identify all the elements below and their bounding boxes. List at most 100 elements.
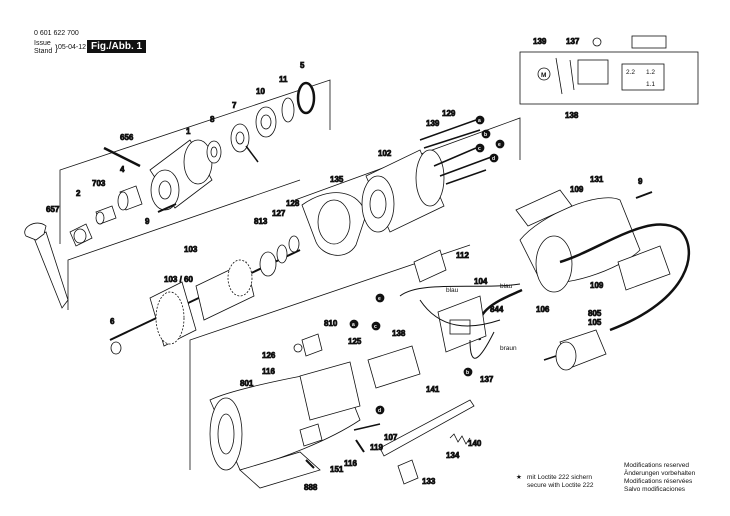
washer-6 [110,341,122,355]
spring-140 [449,433,471,445]
circuit-2-2: 2.2 [626,69,635,76]
connector-markers [349,115,505,415]
modifications-es: Salvo modificaciones [624,486,686,493]
circuit-1-1: 1.1 [646,81,655,88]
svg-text:e: e [498,142,501,148]
bearing-813 [259,251,277,277]
switch-844 [437,295,487,353]
svg-text:a: a [352,322,355,328]
label-138a: 138 [392,329,406,338]
frame-armature [67,179,301,310]
sleeve-4 [117,185,143,211]
modifications-en: Modifications reserved [624,462,690,469]
label-131: 131 [590,175,604,184]
svg-text:c: c [478,146,481,152]
bearing-10 [255,106,277,138]
label-7: 7 [232,101,237,110]
label-102: 102 [378,149,392,158]
cover-141 [367,345,421,389]
marker-c-mid [371,321,381,331]
label-5: 5 [300,61,305,70]
label-8: 8 [210,115,215,124]
svg-text:c: c [374,324,377,330]
label-137a: 137 [480,375,494,384]
label-9b: 9 [638,177,643,186]
air-guide-135 [301,192,367,256]
bearing-10-inner [260,114,272,130]
label-135: 135 [330,175,344,184]
marker-b-mid [463,367,473,377]
wire-label-blau-1: blau [446,287,459,294]
brace: } [55,43,59,53]
button-133 [397,459,419,485]
issue-date: 05-04-12 [58,44,87,51]
figure-label: Fig./Abb. 1 [87,40,147,53]
label-119: 119 [370,443,383,452]
issue-label: Issue [34,40,51,47]
screw-151 [305,459,315,469]
nut-2 [69,223,93,247]
clip-107 [353,423,381,431]
connector-letters: a b c e d e c a b d [352,118,501,414]
svg-text:d: d [492,156,495,162]
modifications-fr: Modifications réservées [624,478,693,485]
collet-703 [95,205,117,225]
label-657: 657 [46,205,60,214]
wire-label-blau-2: blau [500,283,513,290]
ring-11 [281,97,295,123]
marker-e-mid [375,293,385,303]
ring-8 [206,140,222,164]
loctite-note-de: mit Loctite 222 sichern [527,474,593,481]
part-labels: 5 11 10 7 8 1 656 4 703 2 657 9 129 139 … [46,37,644,493]
capacitor-112 [413,249,447,283]
pin-656 [103,146,141,168]
label-112: 112 [456,251,469,260]
tube-109b [617,245,671,291]
ring-128 [288,235,300,253]
spring-clip [245,145,259,163]
terminal-116 [299,423,323,447]
marker-e-top [495,139,505,149]
marker-d-top [489,153,499,163]
svg-text:e: e [378,296,381,302]
marker-c-top [475,143,485,153]
label-141: 141 [426,385,440,394]
marker-b-top [481,129,491,139]
label-134: 134 [446,451,460,460]
label-2: 2 [76,189,81,198]
label-103: 103 [184,245,198,254]
label-9a: 9 [145,217,150,226]
housing-801 [209,361,361,471]
washer-127 [276,244,288,264]
field-102 [361,149,445,233]
label-4: 4 [120,165,125,174]
label-801: 801 [240,379,254,388]
label-129: 129 [442,109,456,118]
wire-label-braun: braun [500,345,517,352]
label-circuit-139: 139 [533,37,547,46]
seal-888 [239,451,321,489]
screw-9a [157,203,177,213]
label-888: 888 [304,483,318,492]
modifications-de: Änderungen vorbehalten [624,470,696,477]
flange-1 [149,139,213,211]
loctite-note-en: secure with Loctite 222 [527,482,594,489]
screw-9b [635,191,653,199]
label-104: 104 [474,277,488,286]
label-140: 140 [468,439,482,448]
label-circuit-138: 138 [565,111,579,120]
svg-text:b: b [484,132,487,138]
doc-number: 0 601 622 700 [34,30,79,37]
slider-134 [379,399,475,457]
marker-a-top [475,115,485,125]
circuit-schematic [519,35,699,105]
tube-109a [515,189,573,227]
circuit-motor: M [541,72,546,79]
label-813: 813 [254,217,268,226]
label-109b: 109 [590,281,604,290]
stand-label: Stand [34,48,53,55]
label-139: 139 [426,119,440,128]
screw-119 [355,439,365,453]
frame-upper [59,79,331,244]
